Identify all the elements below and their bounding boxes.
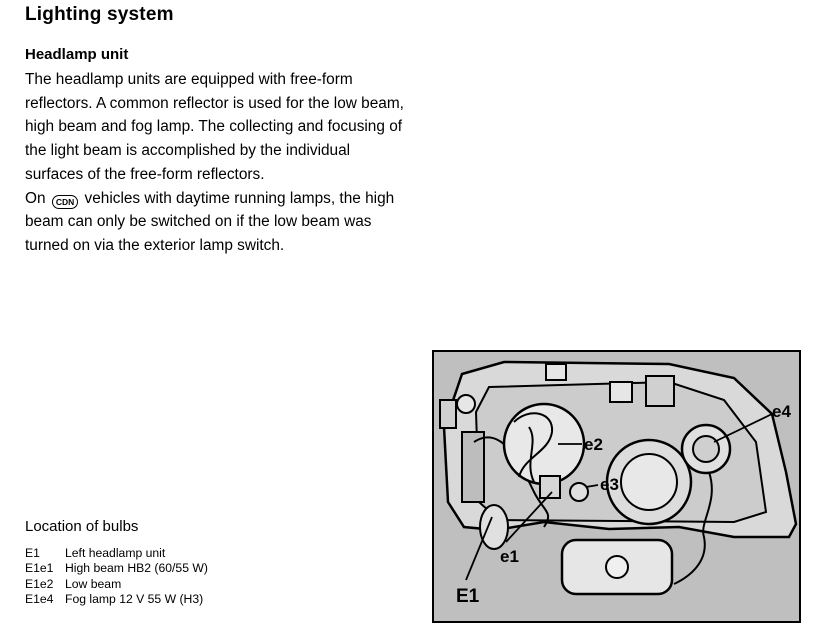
paragraph-reflectors: The headlamp units are equipped with fre…: [25, 71, 404, 183]
legend-item: E1e4 Fog lamp 12 V 55 W (H3): [25, 592, 208, 607]
section-heading-headlamp-unit: Headlamp unit: [25, 46, 129, 63]
connector-block: [461, 431, 485, 503]
main-reflector-inner: [620, 453, 678, 511]
top-mount-right: [609, 381, 633, 403]
legend-description: Low beam: [65, 576, 122, 591]
leader-line-e1: [505, 491, 553, 543]
legend-description: Fog lamp 12 V 55 W (H3): [65, 591, 204, 606]
legend-code: E1e2: [25, 576, 54, 591]
legend-code: E1e4: [25, 591, 54, 606]
small-bulb-e3: [569, 482, 589, 502]
low-beam-bulb-wiring: [513, 412, 554, 483]
bulb-socket-e1: [539, 475, 561, 499]
lower-left-cover: [479, 504, 509, 550]
callout-E1: E1: [456, 586, 480, 607]
bulb-legend-list: E1 Left headlamp unit E1e1 High beam HB2…: [25, 546, 208, 607]
legend-item: E1 Left headlamp unit: [25, 546, 208, 561]
callout-e4: e4: [772, 402, 791, 421]
leader-line-e4: [713, 413, 773, 443]
fog-lamp-wiring: [673, 471, 713, 585]
legend-description: Left headlamp unit: [65, 546, 166, 560]
legend-code: E1: [25, 546, 40, 560]
legend-item: E1e2 Low beam: [25, 577, 208, 592]
leader-line-E1: [465, 516, 493, 581]
callout-e2: e2: [584, 435, 603, 454]
bulb-location-title: Location of bulbs: [25, 518, 139, 535]
legend-code: E1e1: [25, 561, 54, 576]
paragraph-suffix: vehicles with daytime running lamps, the…: [25, 189, 395, 254]
headlamp-illustration: e2 e3 e4 e1 E1: [439, 360, 798, 607]
cdn-badge-icon: CDN: [51, 194, 79, 209]
top-bracket: [645, 375, 675, 407]
headlamp-description: The headlamp units are equipped with fre…: [25, 68, 405, 258]
paragraph-daytime-running-lamps: On CDN vehicles with daytime running lam…: [25, 187, 405, 258]
fog-lamp-bulb: [692, 435, 720, 463]
legend-description: High beam HB2 (60/55 W): [65, 561, 208, 576]
page-title: Lighting system: [25, 4, 174, 25]
adjuster-screw-icon: [456, 394, 476, 414]
left-bracket: [439, 399, 457, 429]
adjust-knob-icon: [605, 555, 629, 579]
top-mount-left: [545, 363, 567, 381]
wiring-harness: [473, 436, 550, 528]
callout-e3: e3: [600, 475, 619, 494]
legend-item: E1e1 High beam HB2 (60/55 W): [25, 561, 208, 576]
callout-e1: e1: [500, 547, 519, 566]
paragraph-prefix: On: [25, 189, 46, 207]
leader-line-e3: [585, 484, 599, 488]
headlamp-figure: e2 e3 e4 e1 E1: [432, 350, 801, 623]
